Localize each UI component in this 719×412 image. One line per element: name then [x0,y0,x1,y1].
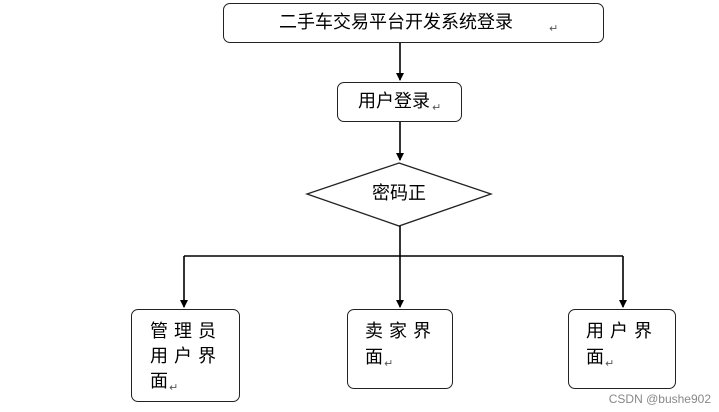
seller-interface-line-2: 面 [365,347,383,368]
admin-interface-box: 管理员 用户界 面 ↵ [131,309,240,402]
user-interface-box: 用户界 面 ↵ [568,309,676,389]
user-interface-line-1: 用户界 [586,321,658,342]
user-login-box: 用户登录 ↵ [337,82,462,122]
paragraph-mark: ↵ [432,101,442,114]
admin-interface-line-2: 用户界 [150,346,222,367]
user-interface-line-2: 面 [586,347,604,368]
watermark-text: CSDN @bushe902 [608,392,711,406]
user-login-text: 用户登录 [358,91,430,112]
seller-interface-box: 卖家界 面 ↵ [347,309,453,389]
paragraph-mark: ↵ [549,22,559,35]
system-login-title-text: 二手车交易平台开发系统登录 [279,12,513,33]
admin-interface-line-3: 面 [150,371,168,392]
decision-text: 密码正 [372,183,426,204]
seller-interface-line-1: 卖家界 [365,321,437,342]
paragraph-mark: ↵ [605,357,615,370]
decision-diamond [304,162,494,227]
paragraph-mark: ↵ [169,381,179,394]
system-login-title-box: 二手车交易平台开发系统登录 ↵ [223,3,604,43]
admin-interface-line-1: 管理员 [150,321,222,342]
paragraph-mark: ↵ [384,357,394,370]
